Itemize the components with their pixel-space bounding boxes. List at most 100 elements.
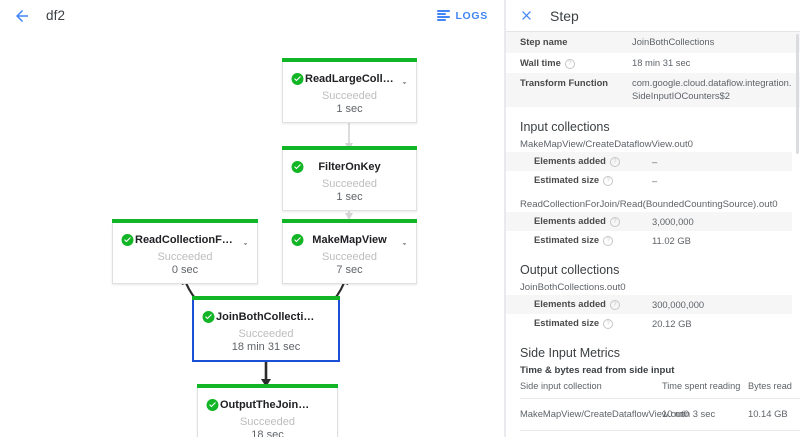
section-title: Output collections	[520, 262, 620, 277]
pane-divider[interactable]	[504, 0, 506, 437]
info-value: com.google.cloud.dataflow.integration.Si…	[632, 77, 792, 102]
logs-button-label: LOGS	[455, 9, 488, 22]
metric-label: Estimated size	[534, 234, 600, 246]
info-label: Wall time	[520, 56, 561, 68]
check-circle-icon	[291, 73, 304, 86]
node-status-label: Succeeded	[321, 90, 378, 102]
node-title: JoinBothCollections	[216, 311, 323, 323]
help-icon[interactable]: ?	[564, 58, 575, 69]
graph-node-output-the-joined-collection[interactable]: OutputTheJoinedCollec... Succeeded 18 se…	[197, 384, 338, 437]
info-value: 18 min 31 sec	[632, 56, 691, 68]
node-time-label: 1 sec	[336, 103, 363, 115]
graph-node-make-map-view[interactable]: MakeMapView Succeeded 7 sec	[282, 219, 417, 284]
node-header: OutputTheJoinedCollec...	[198, 395, 337, 415]
metric-value: 20.12 GB	[652, 317, 692, 329]
side-input-collection-cell: MakeMapView/CreateDataflowView.out0	[520, 398, 689, 432]
graph-node-read-collection-for-join[interactable]: ReadCollectionForJoin Succeeded 0 sec	[112, 219, 258, 284]
node-status-label: Succeeded	[321, 251, 378, 263]
logs-button[interactable]: LOGS	[437, 10, 488, 22]
chevron-down-icon[interactable]	[400, 75, 409, 85]
column-header-time-spent-reading[interactable]: Time spent reading	[662, 380, 748, 399]
node-status-label: Succeeded	[239, 416, 296, 428]
step-info-table: Step name JoinBothCollections Wall time?…	[506, 32, 800, 107]
table-row: MakeMapView/CreateDataflowView.out0 10 m…	[520, 398, 800, 432]
metric-label-wrapper: Elements added?	[506, 295, 652, 314]
step-detail-panel: Step Step name JoinBothCollections Wall …	[506, 0, 800, 437]
table-row: Elements added? 300,000,000	[506, 294, 792, 314]
close-icon[interactable]	[518, 8, 534, 24]
side-input-metrics-section: Side Input Metrics Time & bytes read fro…	[506, 346, 800, 432]
step-panel-body[interactable]: Step name JoinBothCollections Wall time?…	[506, 32, 800, 437]
help-icon[interactable]: ?	[603, 176, 614, 187]
table-row: Estimated size? 11.02 GB	[506, 231, 792, 250]
node-status-bar	[192, 296, 340, 300]
section-title: Input collections	[520, 119, 610, 134]
top-app-bar: df2 LOGS	[0, 0, 504, 32]
help-icon[interactable]: ?	[609, 157, 620, 168]
metric-label-wrapper: Elements added?	[506, 212, 652, 231]
graph-node-join-both-collections[interactable]: JoinBothCollections Succeeded 18 min 31 …	[192, 296, 340, 362]
arrow-back-icon[interactable]	[12, 6, 32, 26]
node-status-bar	[282, 58, 417, 62]
node-time-label: 1 sec	[336, 191, 363, 203]
node-header: FilterOnKey	[283, 157, 416, 177]
node-header: ReadLargeCollectionFr...	[283, 69, 416, 89]
page-title: df2	[46, 8, 66, 23]
table-header-row: Side input collection Time spent reading…	[520, 380, 800, 399]
metric-label: Estimated size	[534, 317, 600, 329]
panel-scrollbar[interactable]	[796, 34, 799, 154]
node-time-label: 7 sec	[336, 264, 363, 276]
graph-node-filter-on-key[interactable]: FilterOnKey Succeeded 1 sec	[282, 146, 417, 211]
help-icon[interactable]: ?	[609, 300, 620, 311]
help-icon[interactable]: ?	[603, 236, 614, 247]
check-circle-icon	[291, 161, 304, 174]
metric-label: Estimated size	[534, 174, 600, 186]
metric-label-wrapper: Estimated size?	[506, 231, 652, 250]
column-header-bytes-read[interactable]: Bytes read	[748, 380, 800, 399]
column-header-side-input-collection[interactable]: Side input collection	[520, 380, 662, 399]
help-icon[interactable]: ?	[609, 217, 620, 228]
table-row: Step name JoinBothCollections	[506, 32, 800, 53]
node-status-bar	[282, 219, 417, 223]
info-value: JoinBothCollections	[632, 36, 715, 47]
table-row: Elements added? 3,000,000	[506, 211, 792, 231]
node-title: ReadCollectionForJoin	[135, 234, 256, 246]
table-row: Transform Function com.google.cloud.data…	[506, 73, 800, 107]
node-time-label: 0 sec	[171, 264, 199, 276]
table-row: Elements added? –	[506, 151, 792, 171]
metric-label: Elements added	[534, 215, 606, 227]
step-panel-title: Step	[550, 7, 579, 24]
metric-label: Elements added	[534, 155, 606, 167]
metric-label-wrapper: Estimated size?	[506, 171, 652, 190]
metric-label: Elements added	[534, 298, 606, 310]
collection-name: ReadCollectionForJoin/Read(BoundedCounti…	[520, 198, 778, 210]
table-row: Estimated size? –	[506, 171, 792, 190]
graph-node-read-large-collection[interactable]: ReadLargeCollectionFr... Succeeded 1 sec	[282, 58, 417, 123]
metric-label-wrapper: Estimated size?	[506, 314, 652, 333]
node-time-label: 18 sec	[251, 429, 284, 437]
output-collections-section: Output collections JoinBothCollections.o…	[506, 263, 800, 333]
job-graph-pane: df2 LOGS	[0, 0, 504, 437]
metric-value: 11.02 GB	[652, 234, 691, 246]
node-status-label: Succeeded	[157, 251, 213, 263]
table-row: Wall time? 18 min 31 sec	[506, 53, 800, 74]
metric-label-wrapper: Elements added?	[506, 152, 652, 171]
node-status-bar	[112, 219, 258, 223]
collection-name: MakeMapView/CreateDataflowView.out0	[520, 138, 693, 150]
node-status-label: Succeeded	[238, 328, 294, 340]
info-label-wrapper: Wall time?	[506, 53, 632, 74]
time-spent-reading-cell: 10 min 3 sec	[662, 398, 748, 432]
table-row: Estimated size? 20.12 GB	[506, 314, 792, 333]
job-graph-canvas[interactable]: ReadLargeCollectionFr... Succeeded 1 sec…	[0, 31, 504, 437]
side-input-table: Side input collection Time spent reading…	[520, 380, 800, 432]
node-header: MakeMapView	[283, 230, 416, 250]
step-panel-header: Step	[506, 0, 800, 32]
collection-name: JoinBothCollections.out0	[520, 281, 626, 293]
node-status-label: Succeeded	[321, 178, 378, 190]
chevron-down-icon[interactable]	[400, 236, 409, 246]
help-icon[interactable]: ?	[603, 319, 614, 330]
input-collections-section: Input collections MakeMapView/CreateData…	[506, 120, 800, 250]
node-header: ReadCollectionForJoin	[113, 230, 257, 250]
chevron-down-icon[interactable]	[241, 236, 250, 246]
metric-value: –	[652, 174, 658, 186]
